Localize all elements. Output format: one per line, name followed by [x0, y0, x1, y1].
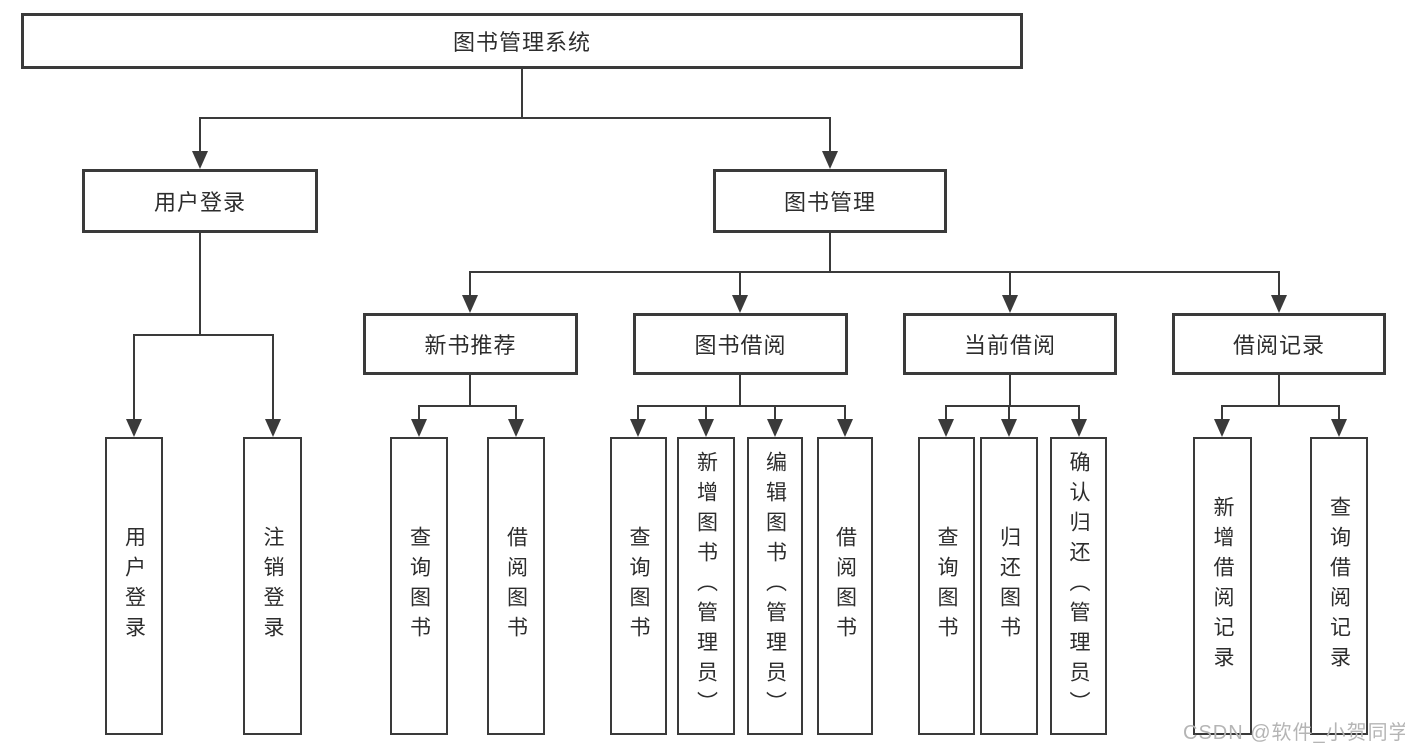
- arrowhead-icon: [767, 419, 783, 437]
- leaf-logout: 注销登录: [243, 437, 302, 735]
- arrowhead-icon: [1214, 419, 1230, 437]
- leaf-label: 新增图书（管理员）: [694, 451, 718, 721]
- leaf-user-login: 用户登录: [105, 437, 163, 735]
- arrowhead-icon: [1331, 419, 1347, 437]
- leaf-query-books-borrow: 查询图书: [610, 437, 667, 735]
- leaf-label: 注销登录: [261, 526, 284, 646]
- connector-line: [133, 334, 135, 420]
- connector-line: [521, 69, 523, 118]
- connector-line: [945, 405, 947, 420]
- arrowhead-icon: [938, 419, 954, 437]
- connector-line: [739, 271, 741, 296]
- leaf-label: 查询图书: [627, 526, 650, 646]
- connector-line: [774, 405, 776, 420]
- connector-line: [418, 405, 517, 407]
- connector-line: [1278, 375, 1280, 407]
- leaf-edit-books-admin: 编辑图书（管理员）: [747, 437, 803, 735]
- connector-line: [1078, 405, 1080, 420]
- csdn-watermark: CSDN @软件_小贺同学: [1183, 722, 1405, 744]
- arrowhead-icon: [732, 295, 748, 313]
- node-label: 图书管理: [783, 190, 876, 215]
- leaf-label: 借阅图书: [504, 526, 528, 646]
- connector-line: [133, 334, 274, 336]
- arrowhead-icon: [192, 151, 208, 169]
- node-user-login: 用户登录: [82, 169, 318, 233]
- node-label: 当前借阅: [963, 333, 1056, 358]
- arrowhead-icon: [462, 295, 478, 313]
- node-label: 新书推荐: [424, 333, 517, 358]
- connector-line: [637, 405, 639, 420]
- leaf-label: 查询图书: [935, 526, 958, 646]
- leaf-query-borrow-record: 查询借阅记录: [1310, 437, 1368, 735]
- connector-line: [418, 405, 420, 420]
- leaf-query-books-recommend: 查询图书: [390, 437, 448, 735]
- connector-line: [945, 405, 1079, 407]
- leaf-confirm-return-admin: 确认归还（管理员）: [1050, 437, 1107, 735]
- node-label: 用户登录: [153, 190, 246, 215]
- connector-line: [1221, 405, 1340, 407]
- arrowhead-icon: [630, 419, 646, 437]
- node-library-system: 图书管理系统: [21, 13, 1023, 69]
- connector-line: [705, 405, 707, 420]
- leaf-label: 编辑图书（管理员）: [763, 451, 787, 721]
- node-borrowing-records: 借阅记录: [1172, 313, 1386, 375]
- node-book-borrowing: 图书借阅: [633, 313, 848, 375]
- leaf-return-books: 归还图书: [980, 437, 1038, 735]
- connector-line: [829, 117, 831, 152]
- connector-line: [1278, 271, 1280, 296]
- leaf-label: 用户登录: [122, 526, 146, 646]
- leaf-label: 借阅图书: [833, 526, 857, 646]
- connector-line: [199, 117, 831, 119]
- node-current-borrowing: 当前借阅: [903, 313, 1117, 375]
- connector-line: [469, 271, 471, 296]
- connector-line: [199, 233, 201, 336]
- connector-line: [739, 375, 741, 407]
- leaf-add-books-admin: 新增图书（管理员）: [677, 437, 735, 735]
- connector-line: [272, 334, 274, 420]
- node-label: 图书管理系统: [452, 30, 591, 55]
- connector-line: [469, 375, 471, 407]
- arrowhead-icon: [1071, 419, 1087, 437]
- connector-line: [199, 117, 201, 152]
- connector-line: [1008, 405, 1010, 420]
- connector-line: [1009, 271, 1011, 296]
- arrowhead-icon: [837, 419, 853, 437]
- leaf-borrow-books-recommend: 借阅图书: [487, 437, 545, 735]
- arrowhead-icon: [126, 419, 142, 437]
- leaf-label: 查询图书: [407, 526, 431, 646]
- connector-line: [515, 405, 517, 420]
- leaf-query-books-current: 查询图书: [918, 437, 975, 735]
- connector-line: [469, 271, 1280, 273]
- connector-line: [829, 233, 831, 273]
- arrowhead-icon: [265, 419, 281, 437]
- node-label: 借阅记录: [1232, 333, 1325, 358]
- leaf-label: 归还图书: [997, 526, 1021, 646]
- leaf-borrow-books: 借阅图书: [817, 437, 873, 735]
- arrowhead-icon: [1002, 295, 1018, 313]
- connector-line: [1009, 375, 1011, 407]
- connector-line: [637, 405, 846, 407]
- arrowhead-icon: [698, 419, 714, 437]
- leaf-label: 查询借阅记录: [1327, 496, 1351, 676]
- connector-line: [844, 405, 846, 420]
- leaf-add-borrow-record: 新增借阅记录: [1193, 437, 1252, 735]
- node-new-book-recommend: 新书推荐: [363, 313, 578, 375]
- arrowhead-icon: [508, 419, 524, 437]
- arrowhead-icon: [1271, 295, 1287, 313]
- node-book-management: 图书管理: [713, 169, 947, 233]
- arrowhead-icon: [822, 151, 838, 169]
- leaf-label: 确认归还（管理员）: [1067, 451, 1090, 721]
- arrowhead-icon: [1001, 419, 1017, 437]
- leaf-label: 新增借阅记录: [1211, 496, 1234, 676]
- arrowhead-icon: [411, 419, 427, 437]
- connector-line: [1221, 405, 1223, 420]
- node-label: 图书借阅: [694, 333, 787, 358]
- connector-line: [1338, 405, 1340, 420]
